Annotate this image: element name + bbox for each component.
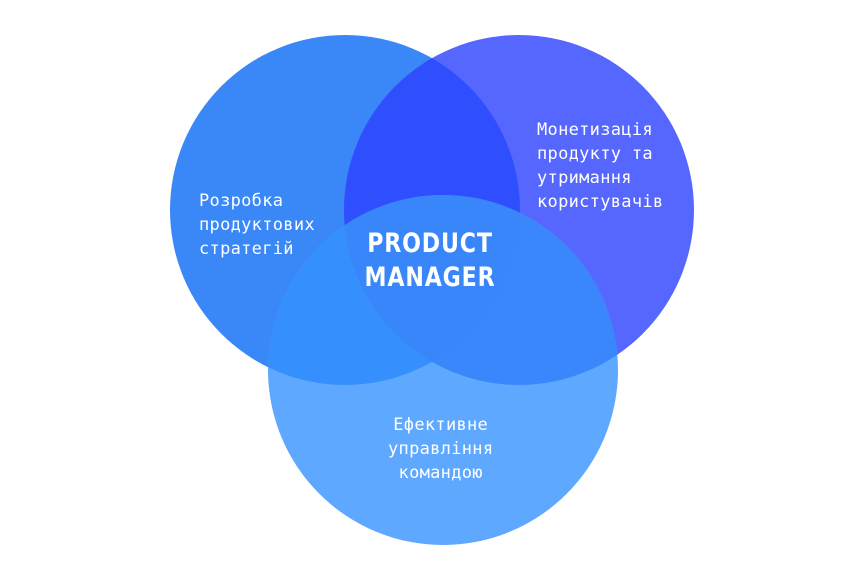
center-title-line-1: PRODUCT [367,228,493,259]
label-monetization: Монетизація продукту та утримання корист… [537,120,664,212]
label-team-management: Ефективне управління командою [388,415,494,483]
center-title: PRODUCT MANAGER [364,227,495,295]
center-title-line-2: MANAGER [364,262,496,293]
label-product-strategy: Розробка продуктових стратегій [199,191,315,259]
